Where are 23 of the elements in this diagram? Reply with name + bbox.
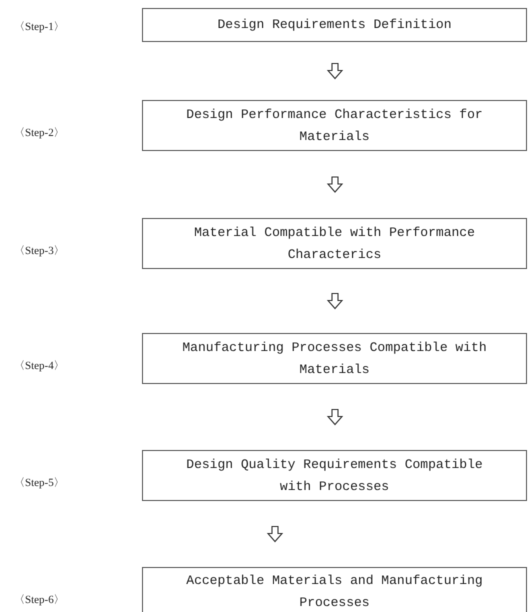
process-box — [142, 8, 527, 42]
step-description: Manufacturing Processes Compatible with Materials — [181, 338, 488, 378]
step-description: Acceptable Materials and Manufacturing Processes — [185, 572, 484, 612]
step-label: 〈Step-5〉 — [14, 476, 65, 490]
hollow-down-arrow — [326, 176, 344, 193]
hollow-down-arrow — [326, 62, 344, 80]
hollow-down-arrow — [266, 526, 284, 542]
step-label: 〈Step-4〉 — [14, 359, 65, 373]
step-label: 〈Step-6〉 — [14, 593, 65, 607]
step-description: Design Requirements Definition — [217, 16, 452, 34]
process-box — [142, 333, 527, 384]
process-box — [142, 567, 527, 612]
process-box — [142, 218, 527, 269]
process-box — [142, 100, 527, 151]
hollow-down-arrow — [326, 292, 344, 310]
step-description: Design Quality Requirements Compatible with Processes — [185, 456, 484, 496]
step-label: 〈Step-2〉 — [14, 126, 65, 140]
step-description: Material Compatible with Performance Characterics — [193, 224, 476, 264]
hollow-down-arrow — [326, 408, 344, 426]
step-label: 〈Step-3〉 — [14, 244, 65, 258]
step-label: 〈Step-1〉 — [14, 20, 65, 34]
step-description: Design Performance Characteristics for Materials — [185, 106, 484, 146]
process-box — [142, 450, 527, 501]
